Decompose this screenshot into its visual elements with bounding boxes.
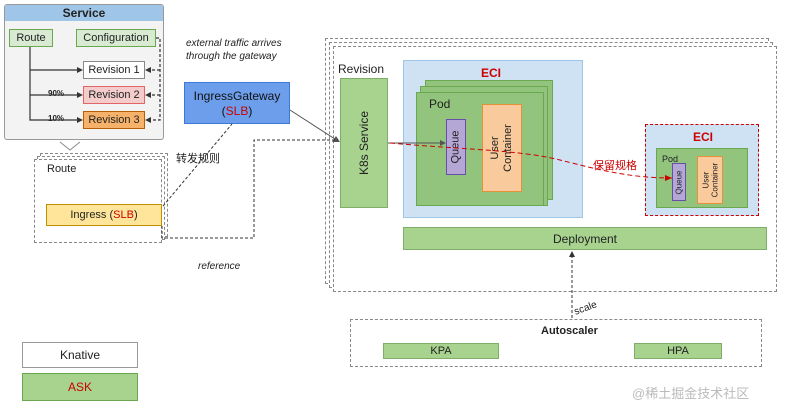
deployment-box: Deployment [403,227,767,250]
reference-label: reference [198,261,241,272]
gateway-slb-line: (SLB) [185,104,289,118]
queue-small-box: Queue [672,163,686,201]
pod-small-label: Pod [662,154,679,164]
kpa-box: KPA [383,343,499,359]
keep-spec-label: 保留规格 [593,160,637,172]
gateway-slb-open: ( [221,104,226,118]
user-container-main-box: User Container [482,104,522,192]
revision-1-box: Revision 1 [83,61,145,79]
configuration-box: Configuration [76,29,156,47]
traffic-10-label: 10% [48,114,65,123]
route-stack [34,159,162,243]
pod-main [416,92,544,206]
gateway-name: IngressGateway [193,89,281,103]
autoscaler-title: Autoscaler [541,325,598,337]
revision-2-box: Revision 2 [83,86,145,104]
eci-small-label: ECI [693,130,714,144]
ingress-slb-box: Ingress (SLB) [46,204,162,226]
ingress-slb-label: SLB [113,209,134,221]
revision-3-box: Revision 3 [83,111,145,129]
service-route-box: Route [9,29,53,47]
user-container-small-box: User Container [697,156,723,204]
external-traffic-line1: external traffic arrives [186,38,282,49]
forward-rule-label: 转发规则 [176,153,220,165]
watermark: @稀土掘金技术社区 [632,386,750,401]
legend-knative: Knative [22,342,138,368]
external-traffic-line2: through the gateway [186,51,277,62]
ingress-gateway-box: IngressGateway (SLB) [184,82,290,124]
service-title: Service [5,5,163,21]
hpa-box: HPA [634,343,722,359]
ingress-close: ) [133,209,138,221]
legend-ask: ASK [22,373,138,401]
revision-area-title: Revision [338,62,385,76]
gateway-slb: SLB [225,104,249,118]
ingress-label: Ingress ( [70,209,114,221]
pod-main-label: Pod [429,97,451,111]
gateway-slb-close: ) [248,104,253,118]
traffic-90-label: 90% [48,89,65,98]
eci-main-label: ECI [481,66,502,80]
k8s-service-box: K8s Service [340,78,388,208]
route-stack-title: Route [47,163,77,175]
